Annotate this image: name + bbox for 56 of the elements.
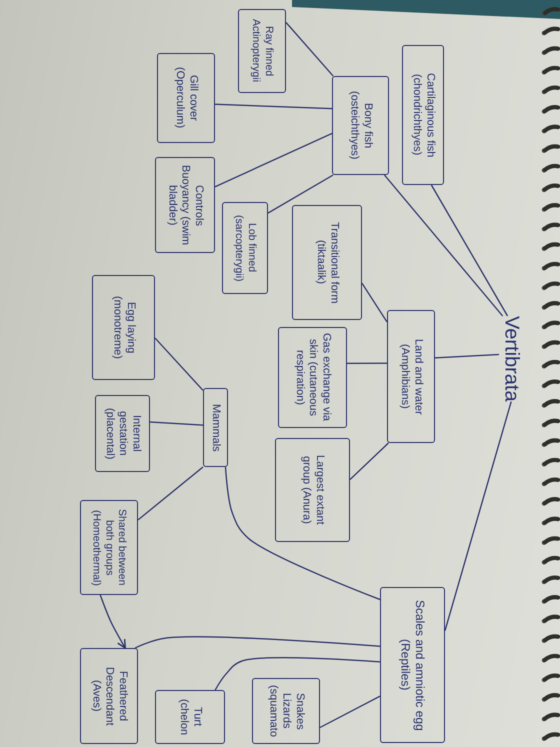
concept-text: Snakes Lizards (squamato (266, 684, 306, 739)
concept-box (278, 327, 347, 428)
concept-box (92, 275, 155, 380)
concept-box (155, 690, 225, 744)
concept-label: Vertibrata (499, 316, 524, 402)
connector-line (384, 174, 504, 316)
concept-box (387, 310, 435, 443)
connector-line (434, 354, 500, 358)
concept-box (380, 587, 445, 743)
concept-box (222, 202, 268, 294)
concept-text: Land and water (Amphibians) (398, 338, 424, 417)
connector-line (134, 636, 380, 649)
concept-box (155, 157, 215, 253)
concept-box (292, 205, 362, 320)
concept-box (332, 76, 389, 175)
connector-line (347, 362, 387, 364)
connector-line (214, 104, 332, 110)
connector-line (268, 174, 334, 214)
connector-line (430, 184, 508, 316)
concept-text: Gas exchange via skin (cutaneous respiration) (292, 332, 333, 424)
connector-line (214, 132, 332, 188)
connector-line (350, 442, 389, 480)
concept-text: Controls Buoyancy (swim bladder) (165, 164, 206, 248)
concept-text: Largest extant group (Anura) (300, 454, 326, 527)
concept-box (402, 45, 444, 185)
connector-line (444, 401, 512, 631)
connector-line (154, 338, 204, 391)
concept-box (80, 500, 138, 595)
concept-box (80, 648, 138, 744)
concept-box (238, 9, 286, 93)
connector-line (361, 282, 388, 322)
concept-box (275, 438, 350, 542)
concept-text: Internal gestation (placental) (102, 406, 143, 462)
connector-line (138, 466, 204, 520)
concept-text: Scales and amniotic egg (Reptiles) (398, 598, 428, 732)
connector-line (320, 696, 380, 728)
connector-line (150, 421, 204, 426)
concept-text: Feathered Descendant (Aves) (89, 666, 130, 728)
concept-text: Turt (chelon (177, 698, 204, 738)
connector-line (214, 657, 380, 690)
concept-text: Transitional form (tiktaalik) (314, 220, 340, 306)
concept-text: Egg laying (monotreme) (110, 295, 137, 361)
concept-text: Mammals (209, 404, 222, 452)
concept-box (252, 678, 320, 744)
arrow (100, 594, 126, 649)
concept-text: Bony fish (osteichthyes) (348, 90, 374, 162)
concept-box (203, 388, 228, 467)
concept-text: Cartilaginous fish (chondrichthyes) (410, 72, 436, 160)
concept-text: Gill cover (Operculum) (173, 66, 200, 131)
concept-text: Lob finned (sarcopterygii) (232, 214, 258, 284)
connector-line (224, 466, 380, 600)
concept-text: Ray finned Actinopterygii (249, 18, 275, 85)
connector-line (286, 22, 334, 76)
concept-text: Shared between both groups (Homeothermal) (90, 508, 128, 588)
concept-box (157, 53, 215, 143)
concept-box (95, 395, 150, 472)
